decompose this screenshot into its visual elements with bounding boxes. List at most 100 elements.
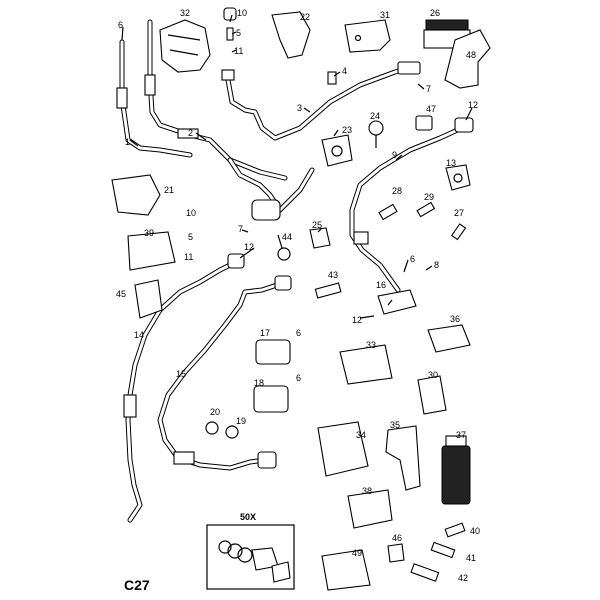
part-48-bracket xyxy=(444,29,491,89)
kit-label: 50X xyxy=(240,512,256,522)
part-38-bracket xyxy=(347,489,393,529)
callout: 21 xyxy=(164,185,174,195)
part-17-switch xyxy=(255,339,291,365)
callout: 44 xyxy=(282,232,292,242)
kit-box-50x xyxy=(206,524,295,590)
callout: 13 xyxy=(446,158,456,168)
callout: 23 xyxy=(342,125,352,135)
callout: 6 xyxy=(410,254,415,264)
callout: 9 xyxy=(392,150,397,160)
page-code: C27 xyxy=(124,577,150,593)
callout: 20 xyxy=(210,407,220,417)
callout: 32 xyxy=(180,8,190,18)
part-22-clip xyxy=(271,11,311,59)
callout: 12 xyxy=(352,315,362,325)
pipe-6-long xyxy=(116,39,193,158)
callout: 43 xyxy=(328,270,338,280)
part-29-bolt xyxy=(416,201,436,218)
part-42-bolt xyxy=(410,563,440,582)
callout: 31 xyxy=(380,10,390,20)
callout: 45 xyxy=(116,289,126,299)
callout: 15 xyxy=(176,369,186,379)
callout: 12 xyxy=(468,100,478,110)
callout-labels: 1 2 3 4 5 5 6 6 6 6 7 7 8 9 10 10 11 11 … xyxy=(116,8,480,583)
part-21-bracket xyxy=(111,174,161,216)
pipe-3-lower xyxy=(227,157,315,221)
callout: 6 xyxy=(296,373,301,383)
callout: 41 xyxy=(466,553,476,563)
callout: 46 xyxy=(392,533,402,543)
part-47-sleeve xyxy=(415,115,433,131)
callout: 8 xyxy=(434,260,439,270)
pipe-14 xyxy=(123,253,245,523)
callout: 42 xyxy=(458,573,468,583)
part-45-plate xyxy=(134,279,163,319)
callout: 10 xyxy=(186,208,196,218)
pipe-9 xyxy=(349,117,474,293)
callout: 6 xyxy=(296,328,301,338)
part-18-switch xyxy=(253,385,289,413)
callout: 47 xyxy=(426,104,436,114)
callout: 11 xyxy=(184,252,193,262)
callout: 33 xyxy=(366,340,376,350)
callout: 39 xyxy=(144,228,154,238)
callout: 26 xyxy=(430,8,440,18)
callout: 12 xyxy=(244,242,254,252)
part-49-clip xyxy=(321,549,371,591)
callout: 2 xyxy=(188,128,193,138)
part-25-nut xyxy=(309,227,331,249)
callout: 19 xyxy=(236,416,246,426)
callout: 7 xyxy=(238,224,243,234)
callout: 4 xyxy=(342,66,347,76)
callout: 6 xyxy=(118,20,123,30)
callout: 10 xyxy=(237,8,247,18)
part-46-nut xyxy=(387,543,405,563)
part-36-bracket xyxy=(427,324,471,353)
callout: 22 xyxy=(300,12,310,22)
part-34-clip xyxy=(317,421,369,477)
part-32-bracket xyxy=(159,19,211,73)
part-44-ring xyxy=(277,247,291,261)
part-37-can xyxy=(441,435,471,505)
part-4-valve xyxy=(327,71,337,85)
callout: 3 xyxy=(297,103,302,113)
callout: 34 xyxy=(356,430,366,440)
pipe-15 xyxy=(157,275,292,471)
part-13-clamp xyxy=(445,164,471,191)
callout: 40 xyxy=(470,526,480,536)
part-40-bolt xyxy=(444,522,466,538)
callout: 1 xyxy=(125,137,130,147)
part-24-screw xyxy=(368,120,384,148)
part-10-cap xyxy=(223,7,237,21)
callout: 18 xyxy=(254,378,264,388)
callout: 30 xyxy=(428,370,438,380)
callout: 7 xyxy=(426,84,431,94)
part-30-bracket xyxy=(417,375,447,415)
pipe-3 xyxy=(221,61,421,141)
part-41-bolt xyxy=(430,541,456,559)
callout: 35 xyxy=(390,420,400,430)
pipe-1-2 xyxy=(144,19,288,181)
part-43-bolt xyxy=(314,282,342,299)
callout: 36 xyxy=(450,314,460,324)
part-23-grommet xyxy=(321,134,353,167)
callout: 16 xyxy=(376,280,386,290)
callout: 25 xyxy=(312,220,322,230)
part-31-plate xyxy=(344,19,391,53)
part-20-oring xyxy=(205,421,219,435)
callout: 29 xyxy=(424,192,434,202)
callout: 27 xyxy=(454,208,464,218)
part-35-bracket xyxy=(385,425,421,491)
callout: 38 xyxy=(362,486,372,496)
callout: 5 xyxy=(188,232,193,242)
part-28-bolt xyxy=(378,203,398,221)
part-16-block xyxy=(377,289,417,315)
callout: 48 xyxy=(466,50,476,60)
callout: 14 xyxy=(134,330,144,340)
callout: 37 xyxy=(456,430,466,440)
part-19-oring xyxy=(225,425,239,439)
callout: 28 xyxy=(392,186,402,196)
callout: 17 xyxy=(260,328,270,338)
